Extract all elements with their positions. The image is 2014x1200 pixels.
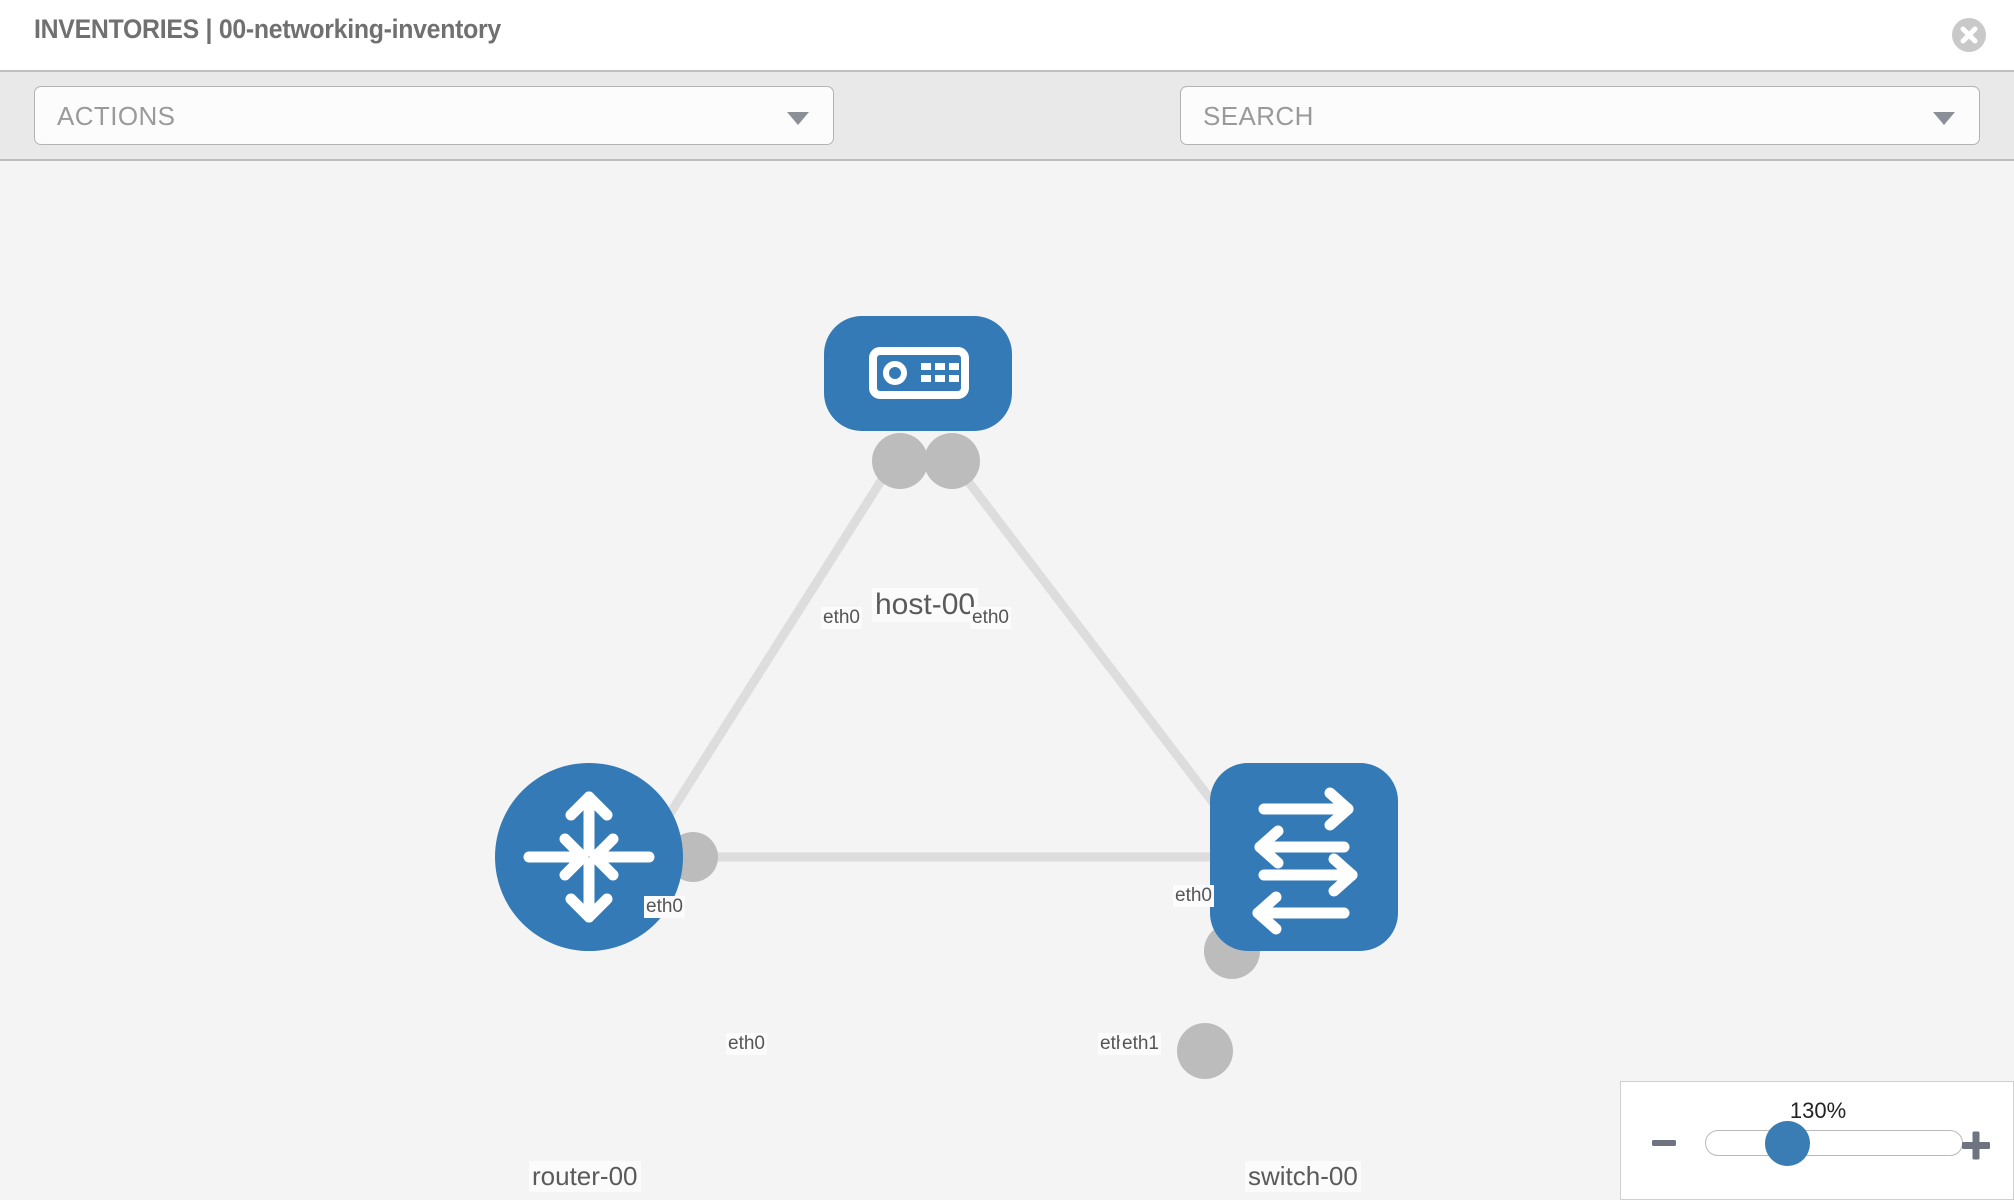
edge-label: eth1 — [1120, 1033, 1161, 1055]
toolbar: ACTIONS SEARCH — [0, 70, 2014, 196]
minus-icon[interactable] — [1651, 1130, 1677, 1161]
edge-label: eth0 — [821, 607, 862, 629]
topology-ports — [668, 433, 1260, 1079]
server-icon — [869, 347, 969, 399]
node-label-host-00: host-00 — [872, 588, 979, 622]
topology-canvas[interactable]: host-00 router-00 switch-00 eth0 eth0 et… — [0, 161, 2014, 1200]
node-router-00[interactable] — [495, 763, 683, 951]
node-label-router-00: router-00 — [529, 1161, 641, 1192]
chevron-down-icon — [1933, 112, 1955, 125]
close-icon[interactable] — [1952, 18, 1986, 52]
zoom-slider-track[interactable] — [1705, 1130, 1963, 1156]
edge-label: eth0 — [970, 607, 1011, 629]
plus-icon[interactable] — [1961, 1130, 1991, 1165]
zoom-level-value: 130% — [1789, 1098, 1847, 1123]
search-dropdown[interactable]: SEARCH — [1180, 86, 1980, 145]
port-host-left — [872, 433, 928, 489]
chevron-down-icon — [787, 112, 809, 125]
actions-dropdown[interactable]: ACTIONS — [34, 86, 834, 145]
node-host-00[interactable] — [824, 316, 1012, 431]
topology-graph — [495, 316, 1398, 1079]
node-label-switch-00: switch-00 — [1245, 1161, 1361, 1192]
zoom-control-panel: 130% — [1620, 1081, 2014, 1200]
edge-label: eth0 — [1173, 885, 1214, 907]
link-host-router — [636, 448, 904, 864]
page-header: INVENTORIES | 00-networking-inventory — [0, 0, 2014, 70]
link-host-switch — [941, 448, 1254, 854]
router-arrows-icon — [523, 791, 655, 923]
search-input[interactable]: SEARCH — [1203, 101, 1314, 131]
switch-arrows-icon — [1252, 787, 1358, 935]
edge-label: eth0 — [726, 1033, 767, 1055]
port-host-right — [924, 433, 980, 489]
topology-links — [636, 448, 1254, 864]
port-switch-left — [1177, 1023, 1233, 1079]
edge-label: eth0 — [644, 896, 685, 918]
zoom-slider-thumb[interactable] — [1765, 1121, 1810, 1166]
actions-dropdown-label: ACTIONS — [57, 101, 176, 131]
page-title: INVENTORIES | 00-networking-inventory — [34, 14, 501, 44]
node-switch-00[interactable] — [1210, 763, 1398, 951]
